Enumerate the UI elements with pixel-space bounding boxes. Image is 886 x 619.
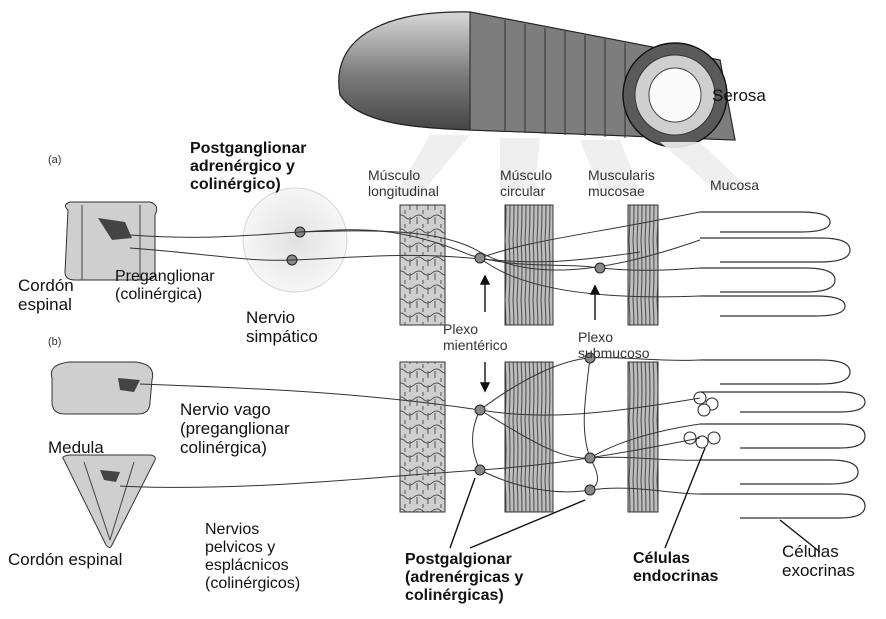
label-cordon-espinal-bottom: Cordón espinal	[8, 550, 122, 569]
label-serosa: Serosa	[712, 86, 766, 105]
mucosa-villi	[700, 212, 865, 518]
label-celulas-endocrinas: Células endocrinas	[633, 550, 718, 586]
label-cordon-espinal-top: Cordón espinal	[18, 276, 74, 314]
label-muscularis-mucosae: Muscularis mucosae	[588, 168, 655, 200]
label-postgalgionar: Postgalgionar (adrenérgicas y colinérgic…	[405, 551, 523, 605]
label-plexo-mienterico: Plexo mientérico	[443, 322, 508, 354]
label-nervios-pelvicos: Nervios pelvicos y esplácnicos (colinérg…	[205, 521, 300, 593]
label-nervio-vago: Nervio vago (preganglionar colinérgica)	[180, 400, 290, 458]
label-postganglionar: Postganglionar adrenérgico y colinérgico…	[190, 140, 306, 194]
label-nervio-simpatico: Nervio simpático	[246, 308, 318, 346]
label-plexo-submucoso: Plexo submucoso	[578, 330, 650, 362]
label-panel-b: (b)	[48, 336, 61, 348]
label-musculo-longitudinal: Músculo longitudinal	[368, 168, 439, 200]
label-celulas-exocrinas: Células exocrinas	[782, 542, 855, 580]
label-preganglionar: Preganglionar (colinérgica)	[115, 268, 215, 304]
label-medula: Medula	[48, 438, 104, 457]
label-mucosa: Mucosa	[710, 178, 759, 194]
label-musculo-circular: Músculo circular	[500, 168, 552, 200]
spinal-cord-b	[63, 455, 155, 548]
medulla-cross-section	[51, 362, 152, 414]
label-panel-a: (a)	[48, 154, 61, 166]
sympathetic-ganglion	[243, 188, 347, 292]
projection-rays	[395, 135, 750, 195]
intestine-tube	[339, 12, 735, 147]
